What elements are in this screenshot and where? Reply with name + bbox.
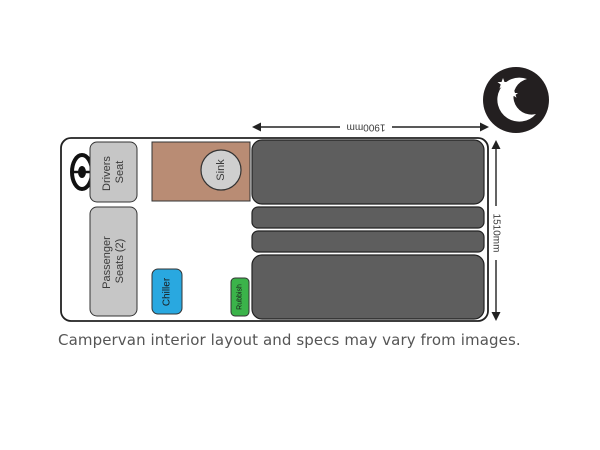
passenger-seats-label-line1: Passenger <box>101 236 113 289</box>
bed-cushion-middle-1 <box>251 206 485 229</box>
driver-seat: Drivers Seat <box>89 141 138 203</box>
sink-label: Sink <box>215 159 227 181</box>
driver-seat-label-line2: Seat <box>114 161 126 184</box>
passenger-seats-label-line2: Seats (2) <box>114 239 126 284</box>
chiller: Chiller <box>151 268 183 315</box>
sink-unit: Sink <box>151 141 251 202</box>
layout-disclaimer-caption: Campervan interior layout and specs may … <box>58 331 521 349</box>
passenger-seats: Passenger Seats (2) <box>89 206 138 317</box>
width-label: 1510mm <box>491 214 502 253</box>
width-dimension: 1510mm <box>489 140 503 321</box>
bed-cushion-middle-2 <box>251 230 485 253</box>
length-dimension: 1900mm <box>252 120 489 134</box>
moon-stars-icon <box>483 67 549 133</box>
bed-cushions <box>251 139 485 320</box>
sink-basin <box>200 149 242 191</box>
bed-cushion-bottom <box>251 254 485 320</box>
bed-cushion-top <box>251 139 485 205</box>
rubbish-label: Rubbish <box>237 284 244 310</box>
length-label: 1900mm <box>347 122 386 133</box>
rubbish-bin: Rubbish <box>230 277 250 317</box>
svg-text:Drivers Seat: Drivers Seat <box>101 153 126 191</box>
svg-text:Passenger Seats (2): Passenger Seats (2) <box>101 233 126 289</box>
chiller-label: Chiller <box>162 277 173 306</box>
driver-seat-label-line1: Drivers <box>101 156 113 191</box>
